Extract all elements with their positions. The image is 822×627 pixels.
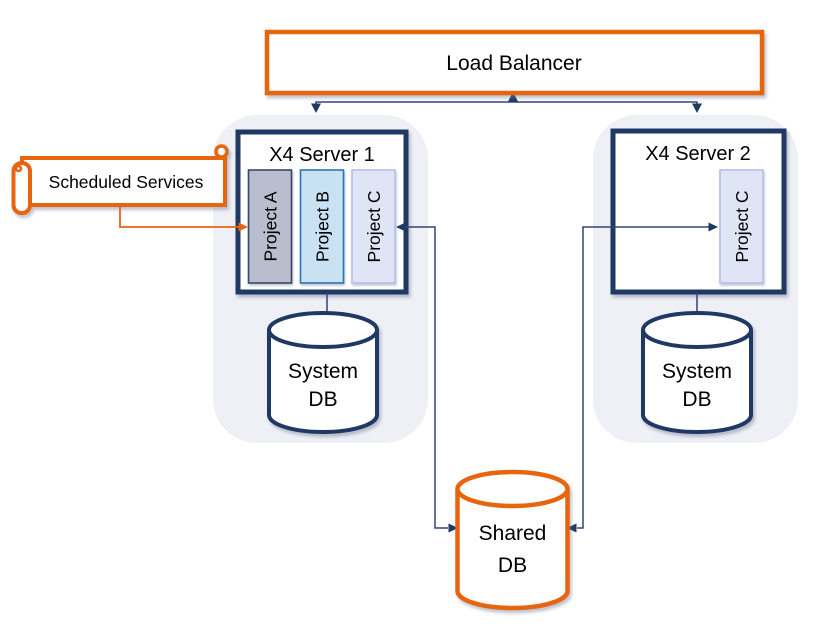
arrow-down-into-group2 bbox=[692, 103, 702, 113]
server2-label: X4 Server 2 bbox=[645, 143, 751, 165]
arrow-into-shared-db-right bbox=[567, 523, 577, 533]
system-db-1-label-line2: DB bbox=[308, 388, 337, 411]
system-db-2-label-line1: System bbox=[662, 360, 732, 383]
server1-project-a-label: Project A bbox=[261, 191, 281, 261]
server1-project-b-box bbox=[299, 169, 345, 284]
shared-db-label-line2: DB bbox=[498, 554, 527, 577]
shared-db-connectors bbox=[405, 226, 709, 529]
shared-db-cylinder bbox=[455, 469, 570, 611]
arrow-into-shared-db-left bbox=[448, 523, 458, 533]
arrow-into-project-a bbox=[238, 222, 248, 232]
arrow-down-into-group1 bbox=[311, 103, 321, 113]
arrow-up-into-load-balancer bbox=[508, 92, 518, 102]
load-balancer-box bbox=[264, 29, 765, 96]
edge-shareddb-server2-projectc bbox=[577, 226, 709, 529]
server1-project-b-label: Project B bbox=[313, 191, 333, 262]
edge-shareddb-server1-projectc bbox=[405, 226, 448, 529]
system-db-2-cylinder bbox=[641, 311, 753, 434]
load-balancer-label: Load Balancer bbox=[446, 52, 581, 75]
shared-db-arrowheads bbox=[396, 222, 718, 533]
arrow-into-server2-project-c bbox=[708, 222, 718, 232]
system-db-1-label-line1: System bbox=[288, 360, 358, 383]
arrow-into-server1-project-c bbox=[396, 222, 406, 232]
server1-label: X4 Server 1 bbox=[269, 144, 375, 166]
edge-scheduledservices-projecta bbox=[119, 205, 239, 228]
server2-project-c-box bbox=[719, 169, 764, 284]
scheduled-services-scroll bbox=[11, 144, 229, 215]
system-db-2-label-line2: DB bbox=[682, 388, 711, 411]
server2-project-c-label: Project C bbox=[732, 191, 752, 263]
server1-project-c-box bbox=[351, 169, 396, 284]
shared-db-label-line1: Shared bbox=[479, 522, 547, 545]
load-balancer-arrowheads bbox=[311, 92, 702, 113]
scheduled-services-label: Scheduled Services bbox=[49, 172, 204, 192]
server1-project-a-box bbox=[247, 169, 293, 284]
system-db-1-cylinder bbox=[267, 311, 379, 434]
load-balancer-connectors bbox=[315, 99, 698, 105]
server1-project-c-label: Project C bbox=[364, 191, 384, 263]
